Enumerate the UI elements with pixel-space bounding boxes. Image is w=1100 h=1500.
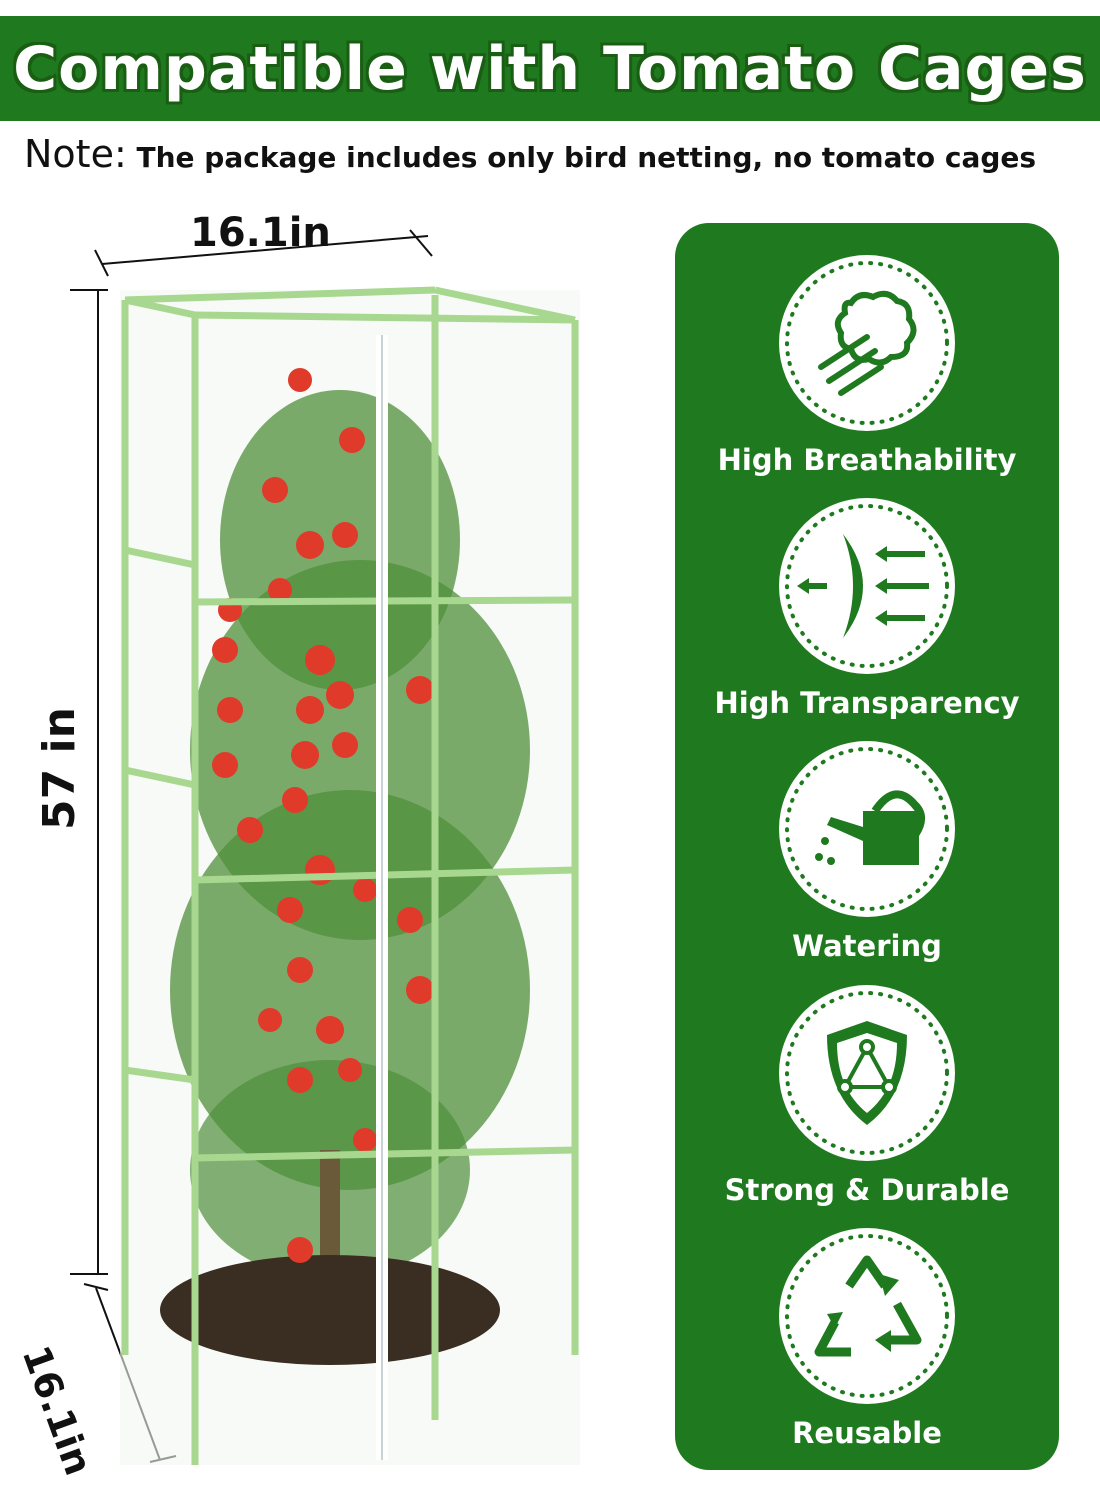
feature-circle xyxy=(779,985,955,1161)
features-panel: High Breathability High Transparency xyxy=(675,223,1059,1470)
feature-label: Watering xyxy=(792,929,942,963)
feature-label: Reusable xyxy=(792,1416,942,1450)
width-dimension-label: 16.1in xyxy=(190,210,331,256)
title-banner: Compatible with Tomato Cages xyxy=(0,16,1100,121)
note-text: The package includes only bird netting, … xyxy=(126,141,1037,174)
tomato-cage-netting-image xyxy=(70,229,580,1465)
height-dimension-text: 57 in xyxy=(34,707,85,830)
air-flow-icon xyxy=(785,261,949,425)
shield-icon xyxy=(785,991,949,1155)
banner-title: Compatible with Tomato Cages xyxy=(11,31,1089,106)
feature-label: High Breathability xyxy=(717,443,1017,477)
recycle-icon xyxy=(785,1234,949,1398)
note-label: Note: xyxy=(24,132,127,176)
feature-circle xyxy=(779,255,955,431)
product-illustration: 16.1in 57 in 16.1in xyxy=(0,190,620,1500)
feature-label: Strong & Durable xyxy=(724,1173,1010,1207)
tomato-plant xyxy=(160,368,530,1365)
feature-circle xyxy=(779,741,955,917)
feature-circle xyxy=(779,498,955,674)
watering-can-icon xyxy=(785,747,949,911)
height-dimension-label: 57 in xyxy=(34,690,85,830)
light-transparency-icon xyxy=(785,504,949,668)
feature-label: High Transparency xyxy=(714,686,1020,720)
feature-circle xyxy=(779,1228,955,1404)
note-line: Note: The package includes only bird net… xyxy=(24,132,1094,176)
